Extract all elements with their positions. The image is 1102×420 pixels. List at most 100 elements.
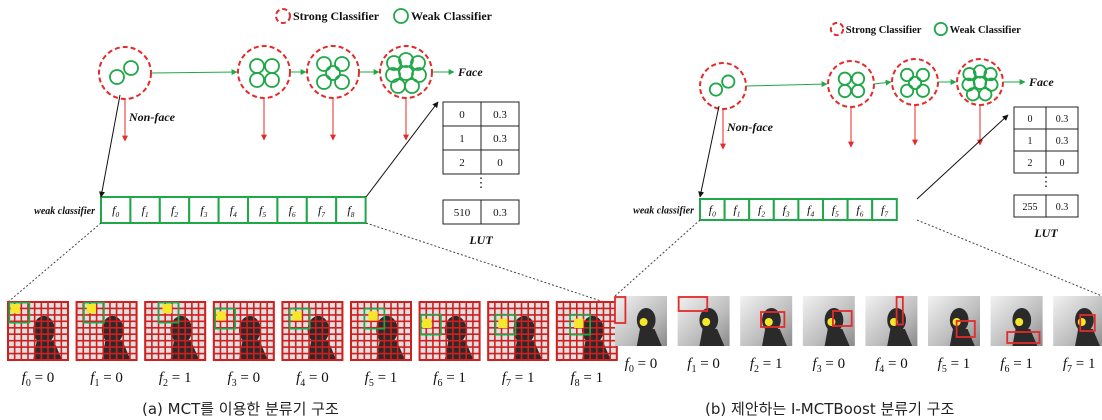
output-f1: f1 = 0 <box>687 356 720 375</box>
zoom-guide-right <box>365 222 605 303</box>
output-f1: f1 = 0 <box>90 370 123 389</box>
output-f0: f0 = 0 <box>625 356 658 375</box>
mct-window-6 <box>420 313 442 336</box>
feature-cell-f8 <box>335 196 367 224</box>
mct-window-3 <box>214 307 236 330</box>
output-f5: f5 = 1 <box>365 370 398 389</box>
caption-b: (b) 제안하는 I-MCTBoost 분류기 구조 <box>705 400 955 418</box>
feature-cell-f6 <box>276 196 308 224</box>
face-center-dot-0 <box>639 318 648 326</box>
haar-feature-box-3 <box>832 310 853 327</box>
haar-feature-box-4 <box>895 296 904 326</box>
feature-label-f1: f1 <box>733 203 740 219</box>
lut-value-0: 0.3 <box>493 109 507 121</box>
output-f0: f0 = 0 <box>22 370 55 389</box>
weak-classifier-1-0 <box>837 71 852 86</box>
face-center-dot-1 <box>702 318 711 326</box>
zoom-guide-left <box>7 222 102 303</box>
output-f7: f7 = 1 <box>1063 356 1096 375</box>
feature-label-f6: f6 <box>289 203 296 219</box>
feature-label-f3: f3 <box>200 203 207 219</box>
weak-classifier-2-3 <box>900 83 915 98</box>
strong-classifier-stage-1 <box>827 60 875 108</box>
weak-classifier-3-0 <box>962 67 977 82</box>
strong-classifier-legend-icon <box>275 8 291 24</box>
output-f7: f7 = 1 <box>502 370 535 389</box>
output-f3: f3 = 0 <box>812 356 845 375</box>
feature-label-f1: f1 <box>142 203 149 219</box>
output-f4: f4 = 0 <box>296 370 329 389</box>
face-center-dot-3 <box>827 318 836 326</box>
strong-classifier-stage-1 <box>237 45 291 99</box>
weak-classifier-3-2 <box>410 55 426 71</box>
weak-classifier-1-1 <box>850 71 866 86</box>
mct-window-8 <box>569 313 591 336</box>
lut-value-0: 0.3 <box>1056 114 1069 125</box>
weak-classifier-1-2 <box>249 72 265 88</box>
caption-a: (a) MCT를 이용한 분류기 구조 <box>142 400 339 418</box>
mct-window-2 <box>157 301 180 324</box>
stage-to-weak-classifier-arrow <box>99 94 121 198</box>
mct-pixel-1 <box>86 304 96 314</box>
weak-classifier-2-0 <box>900 67 915 83</box>
strong-classifier-legend-label: Strong Classifier <box>846 25 922 36</box>
mct-pixel-3 <box>216 311 226 321</box>
haar-feature-box-7 <box>1079 314 1096 332</box>
non-face-label: Non-face <box>128 110 176 124</box>
weak-classifier-1-1 <box>264 58 280 74</box>
mct-window-0 <box>8 301 31 324</box>
output-f8: f8 = 1 <box>570 370 603 389</box>
weak-classifier-1-3 <box>264 72 280 88</box>
haar-feature-box-5 <box>955 320 976 338</box>
mct-pixel-8 <box>574 318 584 328</box>
haar-feature-box-2 <box>760 311 786 328</box>
lut-value-4: 0.3 <box>1056 202 1069 213</box>
weak-classifier-3-5 <box>411 67 427 83</box>
weak-classifier-3-7 <box>404 78 420 94</box>
feature-label-f0: f0 <box>112 203 119 219</box>
weak-classifier-label: weak classifier <box>34 206 95 217</box>
lut-index-0: 0 <box>459 109 465 121</box>
lut-title: LUT <box>468 233 493 247</box>
weak-classifier-3-4 <box>398 65 414 81</box>
haar-feature-box-1 <box>677 296 709 312</box>
output-f5: f5 = 1 <box>938 356 971 375</box>
lut-value-4: 0.3 <box>493 207 507 219</box>
feature-label-f7: f7 <box>318 203 325 219</box>
lut-index-1: 1 <box>459 133 465 145</box>
lut-value-1: 0.3 <box>1056 136 1069 147</box>
weak-classifier-1-2 <box>837 83 852 99</box>
weak-classifier-2-1 <box>915 67 930 83</box>
feature-label-f5: f5 <box>832 203 839 219</box>
strong-classifier-legend-icon <box>829 21 845 37</box>
weak-classifier-2-1 <box>334 56 350 72</box>
lut-ellipsis: ⋮ <box>475 175 488 190</box>
weak-classifier-0-1 <box>123 60 139 76</box>
weak-classifier-2-2 <box>907 75 923 90</box>
weak-classifier-3-2 <box>983 67 998 82</box>
feature-label-f8: f8 <box>347 203 354 219</box>
feature-label-f4: f4 <box>230 203 237 219</box>
feature-label-f7: f7 <box>881 203 888 219</box>
weak-classifier-legend-label: Weak Classifier <box>950 25 1022 36</box>
face-center-dot-7 <box>1077 318 1086 326</box>
weak-classifier-0-0 <box>109 69 125 85</box>
feature-label-f5: f5 <box>259 203 266 219</box>
output-f6: f6 = 1 <box>433 370 466 389</box>
feature-label-f0: f0 <box>709 203 716 219</box>
face-label: Face <box>1028 75 1054 89</box>
weak-classifier-0-1 <box>721 74 736 89</box>
weak-classifier-3-4 <box>972 75 988 90</box>
lut-index-2: 2 <box>1028 158 1033 169</box>
weak-classifier-legend-label: Weak Classifier <box>411 9 493 23</box>
lut-index-4: 255 <box>1023 202 1038 213</box>
mct-window-1 <box>83 301 105 324</box>
feature-label-f6: f6 <box>856 203 863 219</box>
lut-title: LUT <box>1033 226 1058 240</box>
pass-arrow-0 <box>745 81 828 88</box>
lut-index-2: 2 <box>459 157 465 169</box>
stage-to-weak-classifier-arrow <box>698 105 720 198</box>
weak-classifier-1-3 <box>850 83 866 99</box>
weak-classifier-0-0 <box>708 82 724 97</box>
